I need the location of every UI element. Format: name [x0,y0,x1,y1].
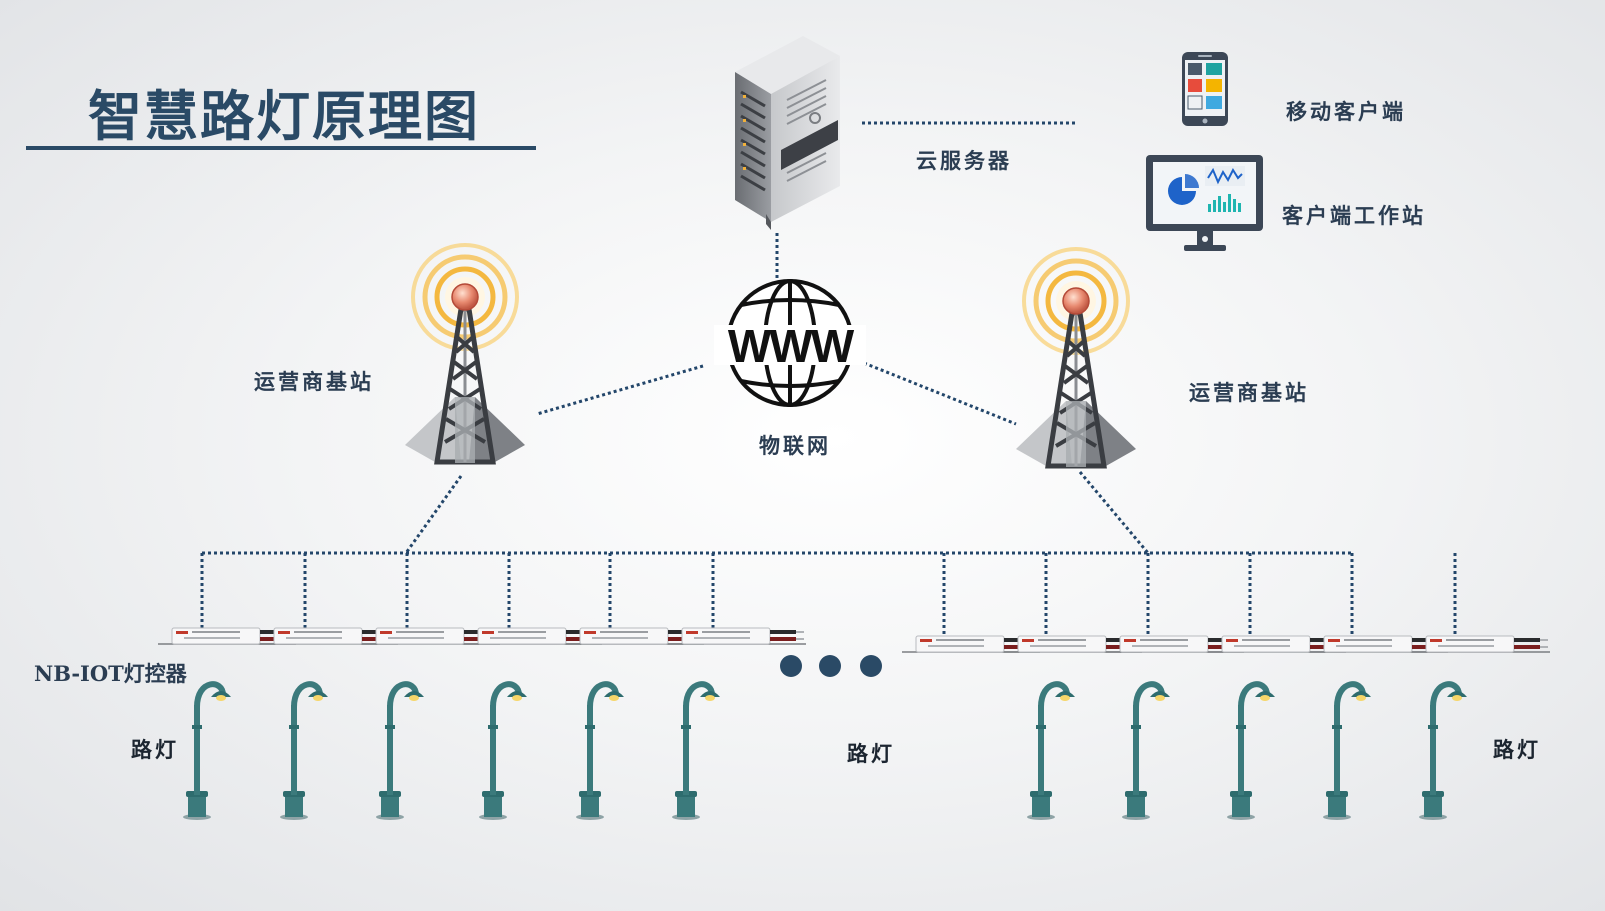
streetlight-middle-label: 路灯 [847,741,895,766]
lamps-left [183,684,720,820]
title-underline [26,146,536,150]
controllers-left [157,627,807,645]
street-lamp-icon [479,684,527,820]
street-lamp-icon [183,684,231,820]
street-lamp-icon [1323,684,1371,820]
controller-drops [200,553,1457,640]
street-lamp-icon [672,684,720,820]
streetlight-left-label: 路灯 [131,737,179,762]
iot-to-left-tower-link [536,364,704,416]
page-title: 智慧路灯原理图 [88,85,480,148]
nb-iot-controller-icon [667,627,807,645]
smartphone-icon [1182,52,1228,126]
signal-tower-icon [405,245,525,463]
iot-label: 物联网 [759,433,831,458]
monitor-icon [1146,155,1263,251]
street-lamp-icon [1027,684,1075,820]
nb-iot-controller-icon [1411,635,1551,653]
signal-tower-icon [1016,249,1136,467]
base-station-left-label: 运营商基站 [254,369,374,394]
server-rack-icon [735,36,840,230]
street-lamp-icon [376,684,424,820]
right-tower-to-bus-link [1078,471,1150,554]
controllers-right [901,635,1551,653]
globe-www-text: WWW [728,320,855,372]
nb-iot-controller-label: NB-IOT灯控器 [34,661,187,686]
left-tower-to-bus-link [404,475,463,554]
base-station-right-label: 运营商基站 [1189,380,1309,405]
connections [200,121,1457,640]
streetlight-right-label: 路灯 [1493,737,1541,762]
ellipsis-dots-icon [780,655,882,677]
street-lamp-icon [1419,684,1467,820]
globe-www-icon: WWW [714,279,866,407]
cloud-server-label: 云服务器 [916,148,1012,173]
street-lamp-icon [1122,684,1170,820]
iot-to-right-tower-link [863,361,1017,426]
street-lamp-icon [576,684,624,820]
street-lamp-icon [1227,684,1275,820]
street-lamp-icon [280,684,328,820]
mobile-client-label: 移动客户端 [1286,99,1406,124]
client-workstation-label: 客户端工作站 [1282,203,1426,228]
lamps-right [1027,684,1467,820]
